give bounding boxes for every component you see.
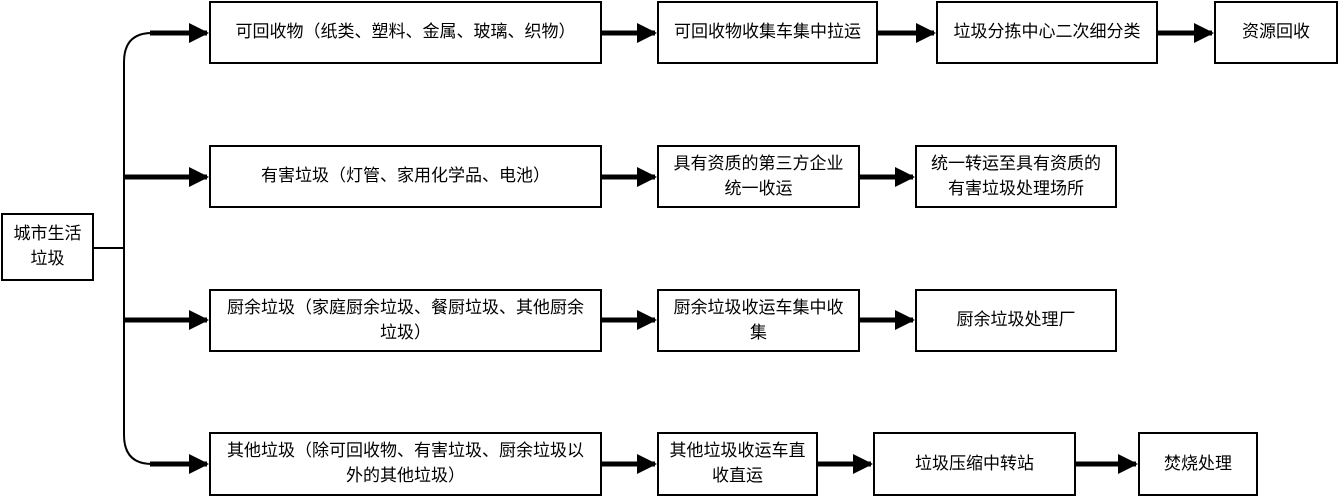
category-other-line2: 外的其他垃圾） xyxy=(346,466,465,486)
step-hazardous-disposal-line1: 统一转运至具有资质的 xyxy=(931,153,1101,174)
step-hazardous-collection: 具有资质的第三方企业统一收运 xyxy=(657,145,860,208)
category-hazardous-line1: 有害垃圾（灯管、家用化学品、电池） xyxy=(261,166,550,186)
step-hazardous-collection-line2: 统一收运 xyxy=(724,178,793,199)
category-kitchen-line1: 厨余垃圾（家庭厨余垃圾、餐厨垃圾、其他厨余 xyxy=(227,297,584,318)
category-other-line1: 其他垃圾（除可回收物、有害垃圾、厨余垃圾以 xyxy=(227,441,584,461)
step-recyclable-collection: 可回收物收集车集中拉运 xyxy=(657,1,878,64)
step-kitchen-collection: 厨余垃圾收运车集中收集 xyxy=(657,289,860,352)
step-incineration: 焚烧处理 xyxy=(1138,432,1258,496)
step-sorting-center: 垃圾分拣中心二次细分类 xyxy=(936,1,1158,64)
step-kitchen-collection-line1: 厨余垃圾收运车集中收 xyxy=(673,297,844,318)
step-incineration-line1: 焚烧处理 xyxy=(1164,453,1232,474)
step-hazardous-disposal-line2: 有害垃圾处理场所 xyxy=(948,178,1084,199)
step-other-collection: 其他垃圾收运车直收直运 xyxy=(657,432,818,496)
step-hazardous-disposal: 统一转运至具有资质的有害垃圾处理场所 xyxy=(915,145,1117,208)
category-kitchen-line2: 垃圾） xyxy=(380,322,431,343)
step-kitchen-plant-line1: 厨余垃圾处理厂 xyxy=(956,310,1076,330)
root-line2: 垃圾 xyxy=(30,249,65,269)
category-kitchen: 厨余垃圾（家庭厨余垃圾、餐厨垃圾、其他厨余垃圾） xyxy=(209,289,602,352)
trunk-line xyxy=(123,32,153,465)
step-hazardous-collection-line1: 具有资质的第三方企业 xyxy=(673,153,844,174)
step-other-collection-line2: 收直运 xyxy=(712,466,763,486)
category-recyclable: 可回收物（纸类、塑料、金属、玻璃、织物） xyxy=(209,1,602,64)
category-other: 其他垃圾（除可回收物、有害垃圾、厨余垃圾以外的其他垃圾） xyxy=(209,432,602,496)
category-hazardous: 有害垃圾（灯管、家用化学品、电池） xyxy=(209,145,602,208)
category-recyclable-line1: 可回收物（纸类、塑料、金属、玻璃、织物） xyxy=(235,22,576,42)
root-node: 城市生活垃圾 xyxy=(1,213,94,281)
step-resource-recovery-line1: 资源回收 xyxy=(1242,22,1310,42)
step-other-collection-line1: 其他垃圾收运车直 xyxy=(669,441,806,461)
step-kitchen-collection-line2: 集 xyxy=(750,322,767,343)
step-sorting-center-line1: 垃圾分拣中心二次细分类 xyxy=(953,22,1141,42)
step-kitchen-plant: 厨余垃圾处理厂 xyxy=(915,289,1117,352)
step-resource-recovery: 资源回收 xyxy=(1214,1,1338,64)
step-compression-station: 垃圾压缩中转站 xyxy=(873,432,1076,496)
step-compression-station-line1: 垃圾压缩中转站 xyxy=(915,453,1034,474)
root-line1: 城市生活 xyxy=(13,224,82,244)
step-recyclable-collection-line1: 可回收物收集车集中拉运 xyxy=(674,22,861,42)
